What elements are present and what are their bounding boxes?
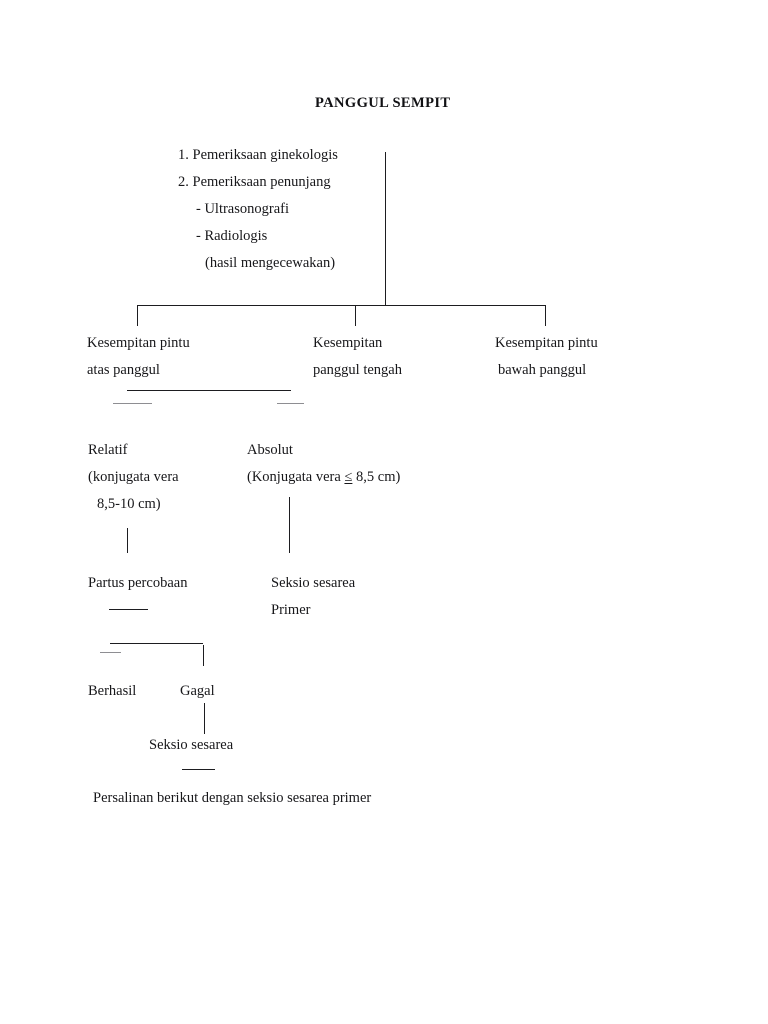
management-cesarean-line1: Seksio sesarea (271, 575, 356, 591)
assessment-item-note: (hasil mengecewakan) (205, 255, 336, 271)
branch-right-line1: Kesempitan pintu (495, 335, 598, 351)
severity-absolute-label: Absolut (247, 442, 293, 458)
page-title: PANGGUL SEMPIT (315, 95, 451, 111)
assessment-item-1: 1. Pemeriksaan ginekologis (178, 147, 338, 163)
outcome-conclusion: Persalinan berikut dengan seksio sesarea… (93, 790, 372, 806)
outcome-failure-action: Seksio sesarea (149, 737, 234, 753)
severity-absolute-detail-suffix: 8,5 cm) (352, 469, 401, 485)
management-trial-of-labor: Partus percobaan (88, 575, 188, 591)
branch-left-line2: atas panggul (87, 362, 160, 378)
assessment-item-2: 2. Pemeriksaan penunjang (178, 174, 331, 190)
branch-drop-left (137, 305, 138, 326)
branch-right-line2: bawah panggul (498, 362, 587, 378)
assessment-item-radiologis: - Radiologis (196, 228, 268, 244)
branch-middle-line2: panggul tengah (313, 362, 402, 378)
severity-relative-detail-line2: 8,5-10 cm) (97, 496, 161, 512)
severity-absolute-detail-prefix: (Konjugata vera (247, 469, 345, 485)
severity-drop-left-stub (113, 403, 152, 404)
outcome-drop-right (203, 645, 204, 666)
outcome-drop-left-stub (100, 652, 121, 653)
management-cesarean-line2: Primer (271, 602, 311, 618)
outcome-success: Berhasil (88, 683, 137, 699)
assessment-item-ultrasonografi: - Ultrasonografi (196, 201, 290, 217)
trial-of-labor-underbar (109, 609, 148, 610)
severity-relative-label: Relatif (88, 442, 128, 458)
outcome-failure: Gagal (180, 683, 215, 699)
failure-action-underbar (182, 769, 215, 770)
severity-relative-detail-line1: (konjugata vera (88, 469, 179, 485)
trunk-connector (385, 152, 386, 305)
branch-bar (137, 305, 546, 306)
branch-drop-right (545, 305, 546, 326)
outcome-branch-bar (110, 643, 203, 644)
severity-absolute-detail: (Konjugata vera ≤ 8,5 cm) (247, 470, 400, 485)
branch-left-line1: Kesempitan pintu (87, 335, 190, 351)
branch-drop-middle (355, 305, 356, 326)
severity-branch-bar (127, 390, 291, 391)
absolute-to-cesarean-connector (289, 497, 290, 553)
severity-drop-right-stub (277, 403, 304, 404)
less-than-or-equal-icon: ≤ (344, 469, 353, 485)
relative-to-trial-connector (127, 528, 128, 553)
branch-middle-line1: Kesempitan (313, 335, 383, 351)
failure-to-cesarean-connector (204, 703, 205, 734)
